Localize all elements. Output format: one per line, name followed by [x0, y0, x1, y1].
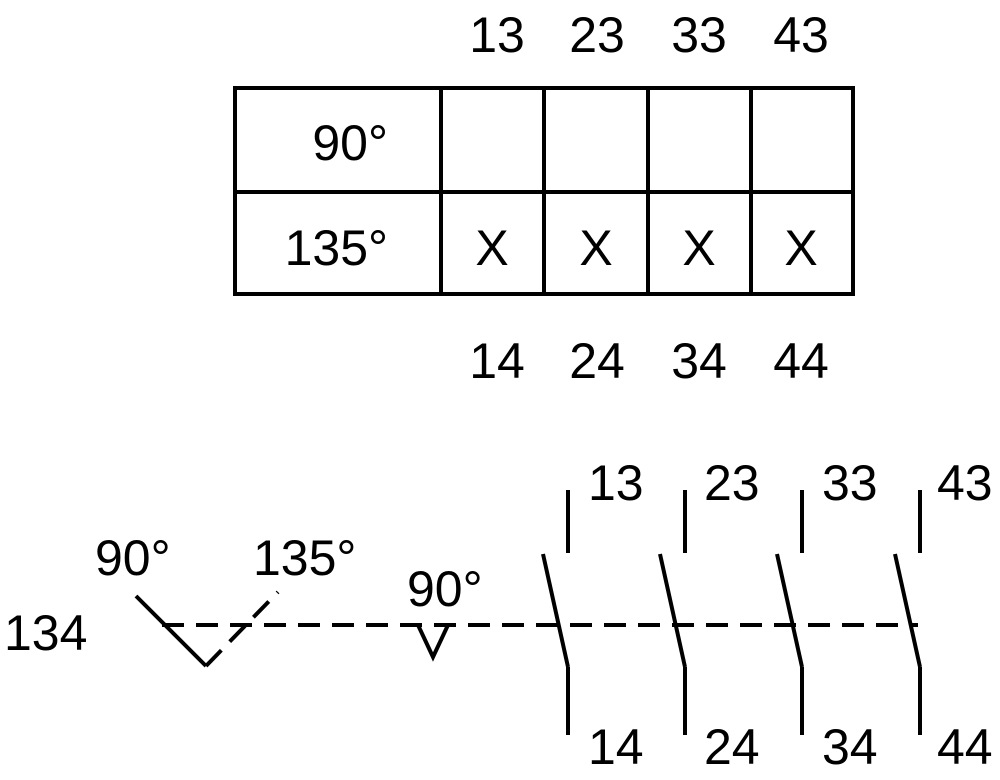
row-angle-135: 135°: [285, 220, 388, 276]
cam-90-label: 90°: [95, 530, 171, 586]
contact-bottom-terminal-label: 14: [588, 719, 644, 775]
contact-33-34: 33 34: [775, 455, 878, 775]
switch-id-label: 134: [4, 605, 87, 661]
closed-mark-x: X: [784, 220, 817, 276]
detent-90-label: 90°: [407, 561, 483, 617]
contact-43-44: 43 44: [893, 455, 993, 775]
top-terminal-33: 33: [671, 7, 727, 63]
contact-top-terminal-label: 23: [704, 455, 760, 511]
contact-blade: [541, 553, 570, 668]
contact-blade: [775, 553, 804, 668]
closed-mark-x: X: [475, 220, 508, 276]
closed-mark-x: X: [682, 220, 715, 276]
bottom-terminal-44: 44: [773, 333, 829, 389]
cam-dashed-arm: [204, 590, 280, 668]
contact-bottom-terminal-label: 44: [937, 719, 993, 775]
contact-table: 13 23 33 43 90° 135° X X X X 14 24 34 44: [233, 7, 855, 389]
row-angle-90: 90°: [312, 115, 388, 171]
switch-schematic: 134 90° 135° 90° 13 14 23 24: [4, 455, 993, 775]
top-terminal-23: 23: [569, 7, 625, 63]
bottom-terminal-24: 24: [569, 333, 625, 389]
cam-solid-arm: [134, 594, 208, 668]
contact-blade: [893, 553, 922, 668]
bottom-terminal-14: 14: [469, 333, 525, 389]
cam-135-label: 135°: [253, 530, 356, 586]
bottom-terminal-34: 34: [671, 333, 727, 389]
top-terminal-13: 13: [469, 7, 525, 63]
top-terminal-43: 43: [773, 7, 829, 63]
detent-notch: [416, 624, 450, 662]
contact-bottom-terminal-label: 34: [822, 719, 878, 775]
closed-mark-x: X: [579, 220, 612, 276]
contact-blade: [658, 553, 687, 668]
contact-13-14: 13 14: [541, 455, 644, 775]
contact-top-terminal-label: 43: [937, 455, 993, 511]
contact-23-24: 23 24: [658, 455, 760, 775]
contact-top-terminal-label: 33: [822, 455, 878, 511]
contact-top-terminal-label: 13: [588, 455, 644, 511]
contact-bottom-terminal-label: 24: [704, 719, 760, 775]
